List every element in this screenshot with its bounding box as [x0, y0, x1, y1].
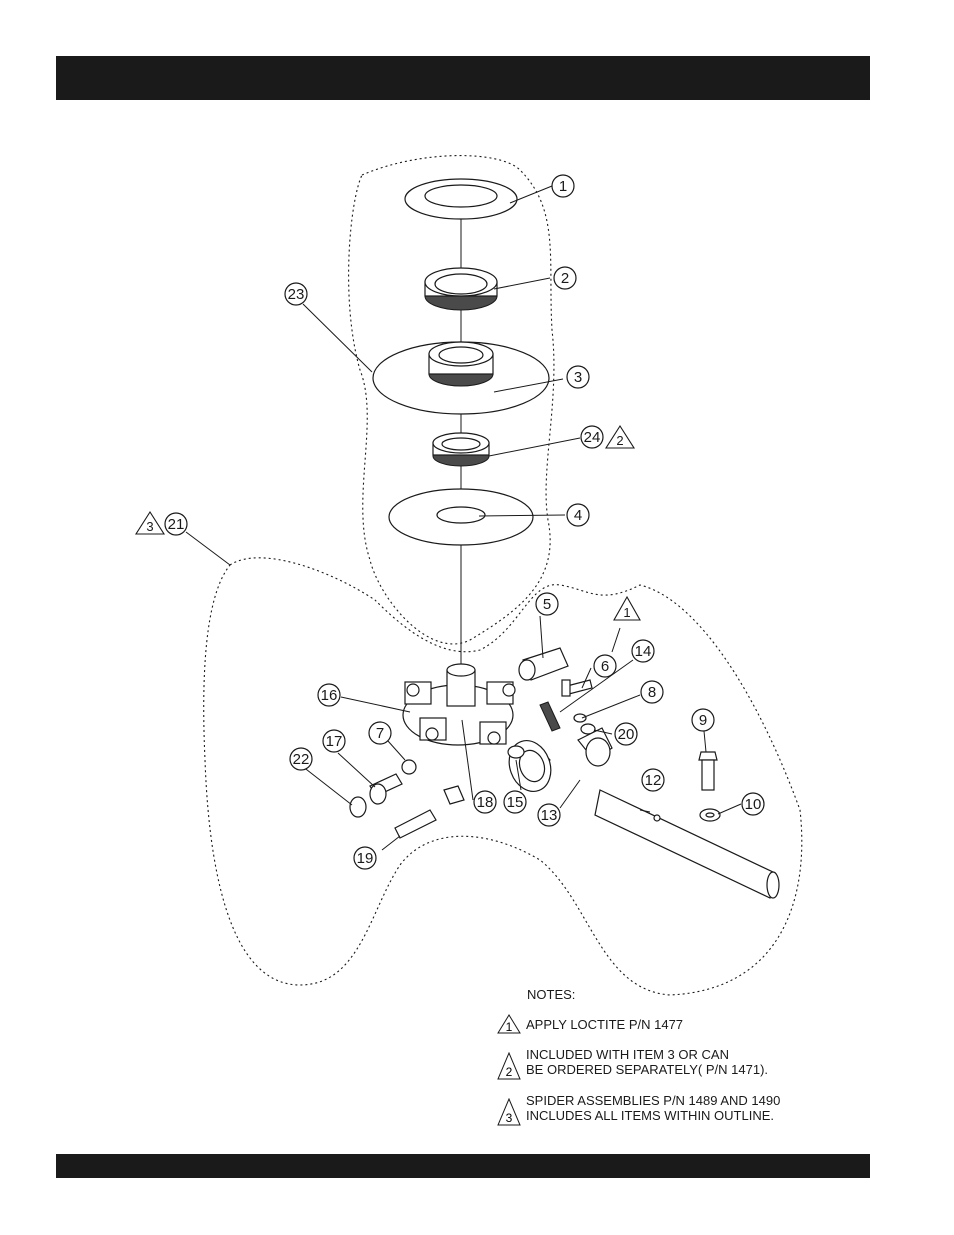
- part-22-knob: [350, 797, 366, 817]
- callout-15: 15: [504, 791, 526, 813]
- callout-2: 2: [554, 267, 576, 289]
- callout-17: 17: [323, 730, 345, 752]
- callout-7: 7: [369, 722, 391, 744]
- note-1-marker: 1: [497, 1014, 521, 1034]
- notes-title: NOTES:: [527, 988, 575, 1002]
- callout-24: 24: [581, 426, 603, 448]
- svg-text:3: 3: [574, 369, 582, 386]
- note-2-marker: 2: [497, 1052, 521, 1080]
- callout-22: 22: [290, 748, 312, 770]
- callout-23: 23: [285, 283, 307, 305]
- callout-13: 13: [538, 804, 560, 826]
- part-1-washer: [405, 179, 517, 219]
- callout-10: 10: [742, 793, 764, 815]
- part-18-nut: [444, 786, 464, 804]
- note-3-line-1: SPIDER ASSEMBLIES P/N 1489 AND 1490: [526, 1094, 780, 1108]
- part-5-sleeve: [519, 648, 568, 680]
- callout-16: 16: [318, 684, 340, 706]
- note-1-line-1: APPLY LOCTITE P/N 1477: [526, 1018, 683, 1032]
- note-2-line-1: INCLUDED WITH ITEM 3 OR CAN: [526, 1048, 729, 1062]
- part-4-washer: [389, 489, 533, 545]
- svg-text:20: 20: [618, 726, 635, 743]
- callout-18: 18: [474, 791, 496, 813]
- callout-14: 14: [632, 640, 654, 662]
- svg-text:3: 3: [146, 519, 153, 534]
- note-2-line-2: BE ORDERED SEPARATELY( P/N 1471).: [526, 1063, 768, 1077]
- part-24-bushing: [433, 433, 489, 466]
- part-13-arm-clamp: [502, 728, 612, 797]
- part-15-spring: [508, 746, 524, 758]
- svg-text:1: 1: [559, 178, 567, 195]
- svg-text:10: 10: [745, 796, 762, 813]
- svg-text:13: 13: [541, 807, 558, 824]
- svg-text:19: 19: [357, 850, 374, 867]
- callout-5: 5: [536, 593, 558, 615]
- part-8-washer: [574, 714, 586, 722]
- svg-text:5: 5: [543, 596, 551, 613]
- svg-text:6: 6: [601, 658, 609, 675]
- svg-text:2: 2: [506, 1065, 513, 1079]
- note-marker-item-24: 2: [606, 426, 634, 448]
- svg-text:16: 16: [321, 687, 338, 704]
- part-9-bolt: [699, 752, 717, 790]
- callout-6: 6: [594, 655, 616, 677]
- svg-text:15: 15: [507, 794, 524, 811]
- svg-text:21: 21: [168, 516, 185, 533]
- svg-text:22: 22: [293, 751, 310, 768]
- svg-text:23: 23: [288, 286, 305, 303]
- svg-text:1: 1: [623, 605, 630, 620]
- note-3-marker: 3: [497, 1098, 521, 1126]
- part-3-pan: [373, 342, 549, 414]
- svg-text:3: 3: [506, 1111, 513, 1125]
- note-3-line-2: INCLUDES ALL ITEMS WITHIN OUTLINE.: [526, 1109, 774, 1123]
- callout-9: 9: [692, 709, 714, 731]
- svg-text:4: 4: [574, 507, 582, 524]
- svg-text:18: 18: [477, 794, 494, 811]
- svg-text:14: 14: [635, 643, 652, 660]
- part-19-screw: [395, 810, 436, 838]
- part-16-spider-body: [403, 664, 515, 745]
- part-6-bolt: [562, 680, 592, 696]
- part-17-adjuster: [370, 774, 402, 804]
- callout-1: 1: [552, 175, 574, 197]
- svg-text:9: 9: [699, 712, 707, 729]
- callout-20: 20: [615, 723, 637, 745]
- svg-text:2: 2: [561, 270, 569, 287]
- svg-text:1: 1: [506, 1020, 513, 1034]
- callout-12: 12: [642, 769, 664, 791]
- callout-3: 3: [567, 366, 589, 388]
- svg-text:7: 7: [376, 725, 384, 742]
- note-marker-item-6: 1: [614, 597, 640, 620]
- part-10-washer: [700, 809, 720, 821]
- part-2-bushing: [425, 268, 497, 310]
- callout-8: 8: [641, 681, 663, 703]
- callout-21: 21: [165, 513, 187, 535]
- callout-19: 19: [354, 847, 376, 869]
- svg-text:17: 17: [326, 733, 343, 750]
- svg-text:24: 24: [584, 429, 601, 446]
- part-14-pin: [540, 702, 560, 731]
- svg-text:12: 12: [645, 772, 662, 789]
- svg-text:2: 2: [616, 433, 623, 448]
- svg-text:8: 8: [648, 684, 656, 701]
- callout-4: 4: [567, 504, 589, 526]
- note-marker-item-21: 3: [136, 512, 164, 534]
- part-7-star-washer: [402, 760, 416, 774]
